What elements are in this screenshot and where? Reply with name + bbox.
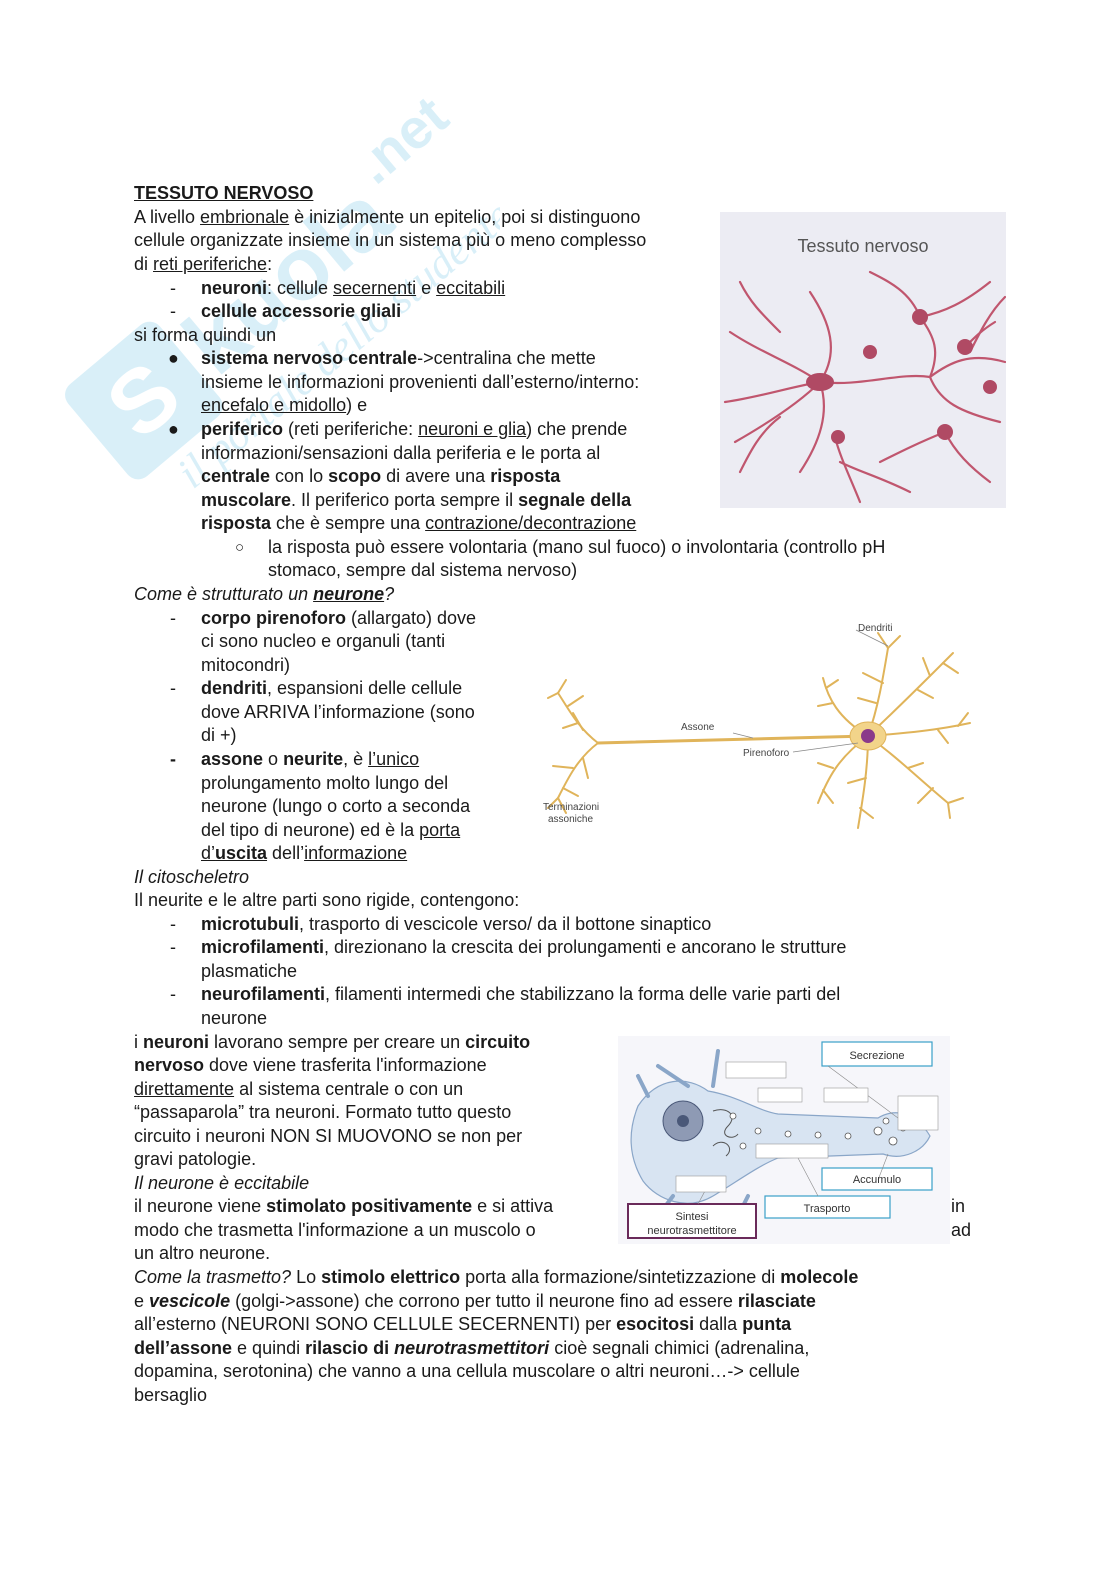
circuit-1: i neuroni lavorano sempre per creare un … — [134, 1032, 531, 1052]
intro-line-3: di reti periferiche: — [134, 254, 273, 274]
dash-bullet: - — [170, 301, 176, 321]
neuron-assone-2: prolungamento molto lungo del — [201, 773, 449, 793]
list-item-neuroni: neuroni: cellule secernenti e eccitabili — [201, 278, 506, 298]
bullet-periferico-2: informazioni/sensazioni dalla periferia … — [201, 443, 601, 463]
dash-bullet: - — [170, 278, 176, 298]
neuron-corpo-1: corpo pirenoforo (allargato) dove — [201, 608, 477, 628]
figure-title: Tessuto nervoso — [797, 236, 928, 256]
svg-text:S: S — [89, 343, 199, 458]
neuron-assone-1: assone o neurite, è l’unico — [201, 749, 420, 769]
page-title: TESSUTO NERVOSO — [134, 183, 314, 203]
label-pirenoforo: Pirenoforo — [743, 748, 790, 759]
neuron-corpo-3: mitocondri) — [201, 655, 291, 675]
dash-bullet: - — [170, 984, 176, 1004]
neuron-dendriti-2: dove ARRIVA l’informazione (sono — [201, 702, 475, 722]
dash-bullet: - — [170, 937, 176, 957]
circuit-2: nervoso dove viene trasferita l'informaz… — [134, 1055, 487, 1075]
intro-line-1: A livello embrionale è inizialmente un e… — [134, 207, 641, 227]
bullet-snc-1: sistema nervoso centrale->centralina che… — [201, 348, 596, 368]
circuit-3: direttamente al sistema centrale o con u… — [134, 1079, 464, 1099]
eccitabile-1: il neurone viene stimolato positivamente… — [134, 1196, 554, 1216]
circle-bullet: ○ — [235, 539, 245, 556]
neuron-dendriti-1: dendriti, espansioni delle cellule — [201, 678, 463, 698]
figure-neuron-diagram: Dendriti Assone Pirenoforo Terminazioni … — [538, 618, 978, 840]
circuit-5: circuito i neuroni NON SI MUOVONO se non… — [134, 1126, 523, 1146]
cito-neurofilamenti-2: neurone — [201, 1008, 268, 1028]
label-sintesi: Sintesi — [675, 1211, 708, 1223]
label-neurotrasmettitore: neurotrasmettitore — [647, 1225, 736, 1237]
label-accumulo: Accumulo — [853, 1174, 901, 1186]
neuron-dendriti-3: di +) — [201, 725, 237, 745]
list-item-glia: cellule accessorie gliali — [201, 301, 402, 321]
cito-title: Il citoscheletro — [134, 867, 250, 887]
cito-intro: Il neurite e le altre parti sono rigide,… — [134, 890, 520, 910]
cito-microtubuli: microtubuli, trasporto di vescicole vers… — [201, 914, 712, 934]
bullet-snc-2: insieme le informazioni provenienti dall… — [201, 372, 640, 392]
label-assone: Assone — [681, 722, 715, 733]
si-forma: si forma quindi un — [134, 325, 277, 345]
neuron-assone-3: neurone (lungo o corto a seconda — [201, 796, 471, 816]
figure-nervous-tissue: Tessuto nervoso — [720, 212, 1007, 508]
label-dendriti: Dendriti — [858, 623, 892, 634]
dash-bullet: - — [170, 678, 176, 698]
sub-bullet-2: stomaco, sempre dal sistema nervoso) — [268, 560, 578, 580]
cito-neurofilamenti: neurofilamenti, filamenti intermedi che … — [201, 984, 841, 1004]
trasmetto-2: e vescicole (golgi->assone) che corrono … — [134, 1291, 816, 1311]
dot-bullet: ● — [168, 419, 179, 439]
dot-bullet: ● — [168, 348, 179, 368]
bullet-periferico-4: muscolare. Il periferico porta sempre il… — [201, 490, 632, 510]
eccitabile-title: Il neurone è eccitabile — [134, 1173, 310, 1193]
dash-bullet: - — [170, 749, 176, 769]
eccitabile-2: modo che trasmetta l'informazione a un m… — [134, 1220, 536, 1240]
dash-bullet: - — [170, 914, 176, 934]
dash-bullet: - — [170, 608, 176, 628]
trasmetto-3: all’esterno (NEURONI SONO CELLULE SECERN… — [134, 1314, 792, 1334]
bullet-snc-3: encefalo e midollo) e — [201, 395, 368, 415]
eccitabile-2-end: ad — [951, 1220, 972, 1240]
circuit-4: “passaparola” tra neuroni. Formato tutto… — [134, 1102, 512, 1122]
label-terminazioni: Terminazioni — [543, 802, 599, 813]
intro-line-2: cellule organizzate insieme in un sistem… — [134, 230, 647, 250]
bullet-periferico-3: centrale con lo scopo di avere una rispo… — [201, 466, 561, 486]
neuron-question: Come è strutturato un neurone? — [134, 584, 395, 604]
neuron-assone-5: d’uscita dell’informazione — [201, 843, 408, 863]
label-assoniche: assoniche — [548, 814, 593, 825]
bullet-periferico-1: periferico (reti periferiche: neuroni e … — [201, 419, 628, 439]
sub-bullet-1: la risposta può essere volontaria (mano … — [268, 537, 886, 557]
circuit-6: gravi patologie. — [134, 1149, 257, 1169]
neuron-assone-4: del tipo di neurone) ed è la porta — [201, 820, 461, 840]
cito-microfilamenti: microfilamenti, direzionano la crescita … — [201, 937, 847, 957]
figure-neurotransmitter-diagram: Secrezione Accumulo Trasporto Sintesi ne… — [618, 1036, 950, 1244]
eccitabile-3: un altro neurone. — [134, 1243, 271, 1263]
trasmetto-1: Come la trasmetto? Lo stimolo elettrico … — [134, 1267, 859, 1287]
bullet-periferico-5: risposta che è sempre una contrazione/de… — [201, 513, 637, 533]
svg-text:.net: .net — [343, 83, 460, 195]
neuron-corpo-2: ci sono nucleo e organuli (tanti — [201, 631, 446, 651]
eccitabile-1-end: in — [951, 1196, 966, 1216]
label-trasporto: Trasporto — [804, 1203, 851, 1215]
trasmetto-4: dell’assone e quindi rilascio di neurotr… — [134, 1338, 810, 1358]
label-secrezione: Secrezione — [849, 1050, 904, 1062]
cito-microfilamenti-2: plasmatiche — [201, 961, 298, 981]
trasmetto-6: bersaglio — [134, 1385, 208, 1405]
trasmetto-5: dopamina, serotonina) che vanno a una ce… — [134, 1361, 800, 1381]
